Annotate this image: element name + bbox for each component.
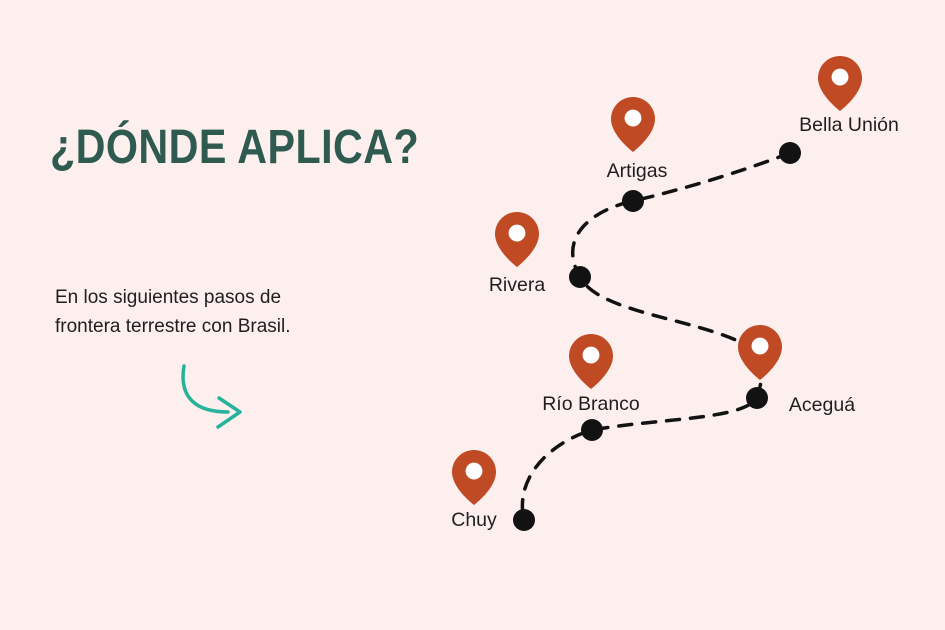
location-label-rivera: Rivera (488, 274, 546, 296)
route-stop-dot-rio-branco (581, 419, 603, 441)
description-line-2: frontera terrestre con Brasil. (55, 316, 291, 338)
route-stop-dot-bella-union (779, 142, 801, 164)
map-pin-icon-acegua (738, 325, 782, 380)
map-pin-icon-rivera (495, 212, 539, 267)
description-text: En los siguientes pasos de frontera terre… (55, 283, 290, 342)
map-pin-icon-chuy (452, 450, 496, 505)
location-label-artigas: Artigas (606, 160, 668, 182)
curved-arrow-icon (181, 364, 242, 429)
location-label-bella-union: Bella Unión (799, 114, 899, 136)
route-stop-dot-rivera (569, 266, 591, 288)
map-pin-icon-bella-union (818, 56, 862, 111)
route-path (520, 151, 792, 522)
map-pin-icon-artigas (611, 97, 655, 152)
location-label-rio-branco: Río Branco (542, 393, 640, 415)
description-line-1: En los siguientes pasos de (55, 287, 282, 308)
page-title: ¿DÓNDE APLICA? (50, 121, 420, 174)
location-label-acegua: Aceguá (788, 394, 856, 416)
route-stop-dot-acegua (746, 387, 768, 409)
route-stop-dot-artigas (622, 190, 644, 212)
location-label-chuy: Chuy (451, 509, 497, 531)
route-stop-dot-chuy (513, 509, 535, 531)
map-pin-icon-rio-branco (569, 334, 613, 389)
